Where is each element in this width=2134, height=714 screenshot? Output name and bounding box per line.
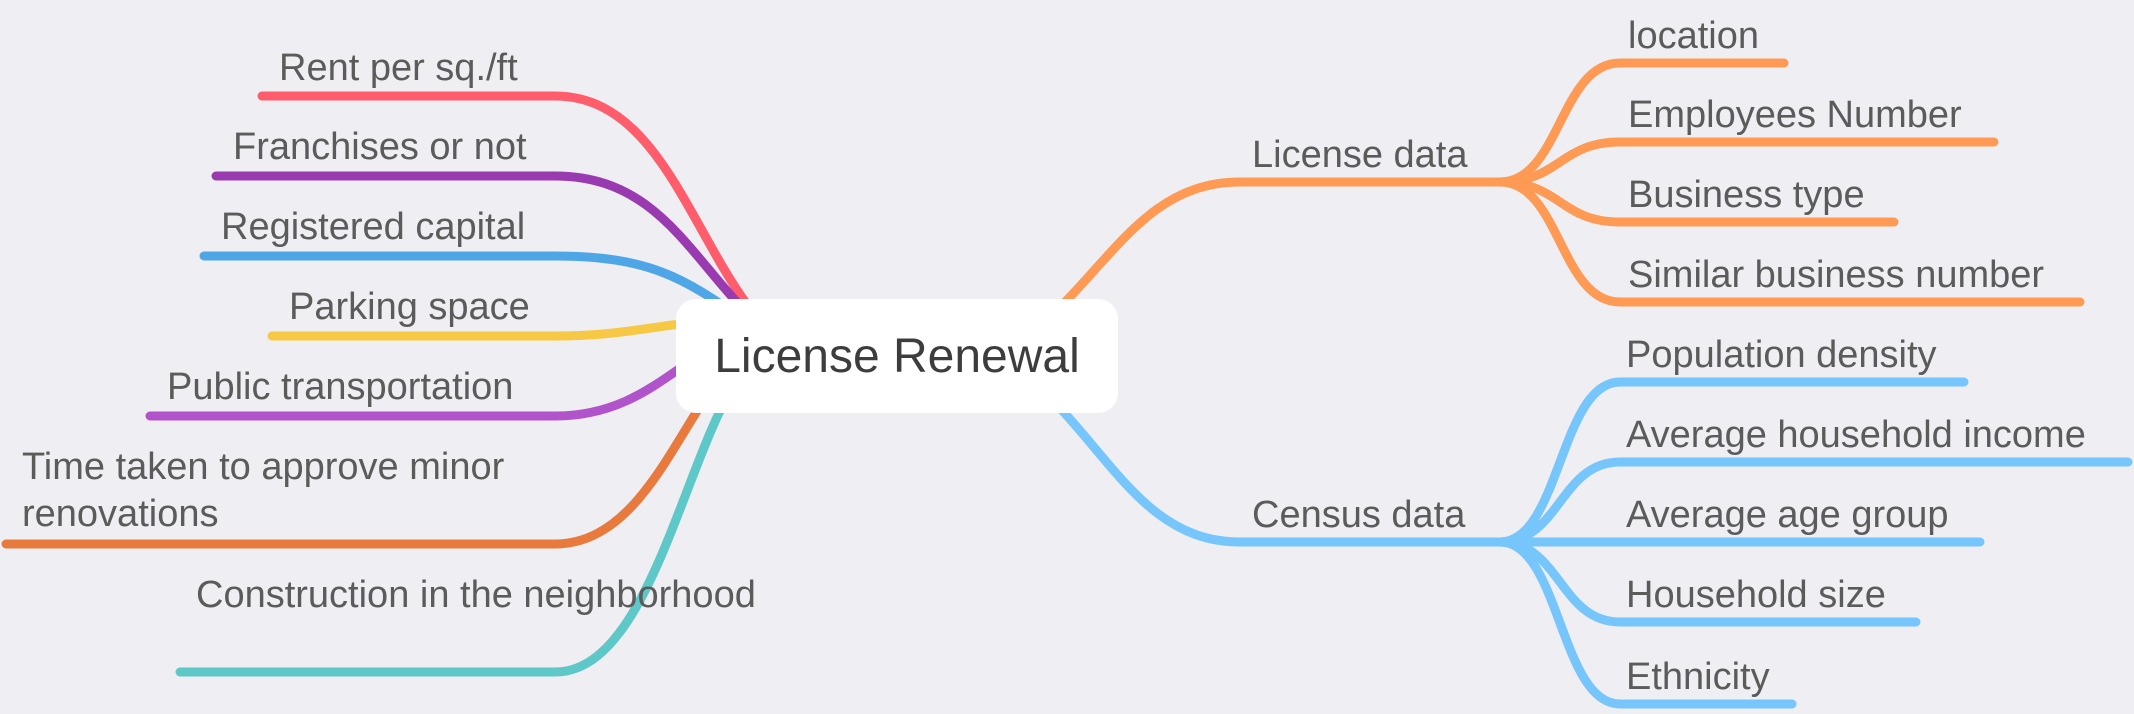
- node-employees-number[interactable]: Employees Number: [1628, 94, 1962, 136]
- node-parking-space[interactable]: Parking space: [289, 286, 530, 328]
- branch-connectors: [1, 58, 2133, 709]
- node-construction-in-neighborhood[interactable]: Construction in the neighborhood: [196, 574, 756, 616]
- central-topic[interactable]: License Renewal: [676, 299, 1118, 413]
- node-license-data[interactable]: License data: [1252, 134, 1468, 176]
- child-connector: [1495, 177, 2085, 307]
- node-time-to-approve-renovations[interactable]: Time taken to approve minor renovations: [22, 446, 505, 535]
- node-census-data[interactable]: Census data: [1252, 494, 1466, 536]
- node-household-size[interactable]: Household size: [1626, 574, 1886, 616]
- node-average-household-income[interactable]: Average household income: [1626, 414, 2086, 456]
- central-topic-label: License Renewal: [714, 329, 1080, 383]
- node-registered-capital[interactable]: Registered capital: [221, 206, 526, 248]
- node-ethnicity[interactable]: Ethnicity: [1626, 656, 1770, 698]
- node-average-age-group[interactable]: Average age group: [1626, 494, 1949, 536]
- node-franchises-or-not[interactable]: Franchises or not: [233, 126, 527, 168]
- node-location[interactable]: location: [1628, 15, 1759, 57]
- node-rent-per-sqft[interactable]: Rent per sq./ft: [279, 47, 518, 89]
- child-connector: [1495, 537, 1797, 709]
- node-public-transportation[interactable]: Public transportation: [167, 366, 514, 408]
- node-business-type[interactable]: Business type: [1628, 174, 1865, 216]
- node-similar-business-number[interactable]: Similar business number: [1628, 254, 2045, 296]
- node-population-density[interactable]: Population density: [1626, 334, 1937, 376]
